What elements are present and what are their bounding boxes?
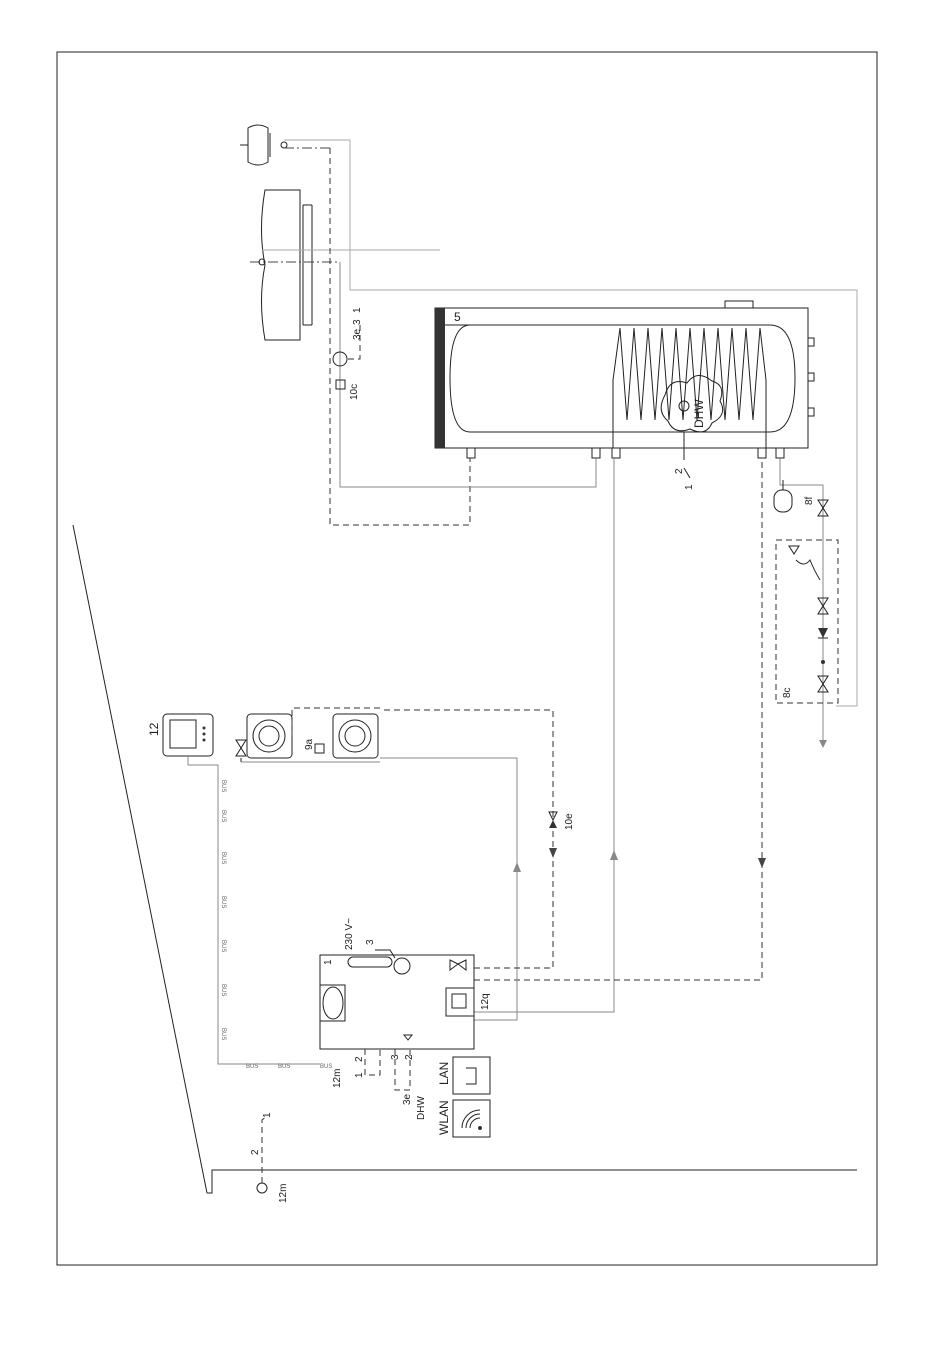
power-wire: 3 bbox=[365, 939, 376, 945]
outdoor-sensor-wire-b: 1 bbox=[262, 1112, 273, 1118]
bus-label: BUS bbox=[220, 940, 226, 952]
safety-group-id: 8c bbox=[782, 687, 793, 698]
pump-wire-id: 3e bbox=[352, 328, 363, 340]
heat-pump-controller-icon bbox=[446, 988, 474, 1016]
outdoor-sensor-id: 12m bbox=[278, 1184, 289, 1203]
washbasin bbox=[240, 125, 350, 165]
hp-sensor-cables: 2 1 12m 3 2 3e DHW bbox=[332, 1049, 427, 1120]
dhw-tank: 5 DHW 2 1 bbox=[435, 301, 814, 490]
tank-port-icon bbox=[808, 373, 814, 381]
bus-label: BUS bbox=[246, 1064, 258, 1070]
valve-10e-id: 10e bbox=[564, 813, 575, 830]
safety-valve-icon bbox=[789, 546, 799, 554]
cable-12m-wire-b: 1 bbox=[354, 1072, 365, 1078]
tank-top-port bbox=[725, 301, 753, 308]
heat-pump-lines: 10e bbox=[380, 458, 766, 1020]
fan-coil-valve-icon bbox=[236, 740, 246, 748]
bathtub bbox=[250, 190, 440, 340]
cable-dhw-id: 3e bbox=[402, 1093, 413, 1105]
bus-label: BUS bbox=[278, 1064, 290, 1070]
diverter-valve-icon bbox=[450, 960, 458, 970]
bus-labels: BUS BUS BUS BUS BUS BUS BUS BUS BUS BUS bbox=[220, 780, 332, 1070]
tank-insulation-cap bbox=[435, 308, 445, 448]
tank-port-icon bbox=[808, 338, 814, 346]
heat-pump-control-icon bbox=[320, 985, 345, 1021]
lan-icon bbox=[453, 1057, 490, 1094]
expansion-vessel-id: 8f bbox=[804, 496, 815, 505]
room-controller-id: 12 bbox=[147, 722, 161, 736]
tank-sensor-wire-a: 2 bbox=[674, 468, 685, 474]
bus-label: BUS bbox=[220, 852, 226, 864]
bus-label: BUS bbox=[220, 984, 226, 996]
outdoor-sensor-wire-a: 2 bbox=[250, 1149, 261, 1155]
fan-coil-valve-id: 9a bbox=[304, 738, 315, 750]
cable-dhw-label: DHW bbox=[416, 1096, 427, 1120]
tank-sensor-wire-b: 1 bbox=[684, 484, 695, 490]
cable-dhw-wire-b: 2 bbox=[404, 1054, 415, 1060]
tank-coil-label: DHW bbox=[692, 399, 706, 428]
cable-12m-label: 12m bbox=[332, 1069, 343, 1088]
bus-label: BUS bbox=[220, 810, 226, 822]
heating-coil bbox=[613, 328, 766, 448]
tank-port-icon bbox=[808, 408, 814, 416]
pump-wire-a: 3 bbox=[352, 319, 363, 325]
dhw-piping: 10c 3e 3 1 bbox=[330, 140, 857, 706]
network-modules: LAN WLAN bbox=[437, 1057, 490, 1137]
building-outline bbox=[73, 525, 857, 1193]
wlan-icon bbox=[453, 1100, 490, 1137]
wlan-label: WLAN bbox=[437, 1100, 451, 1135]
power-label: 230 V~ bbox=[344, 918, 355, 950]
bus-label: BUS bbox=[220, 780, 226, 792]
drawing-frame bbox=[57, 52, 877, 1265]
lan-label: LAN bbox=[437, 1062, 451, 1085]
pump-10c-id: 10c bbox=[349, 384, 360, 400]
strainer-icon bbox=[821, 660, 825, 664]
cable-dhw-wire-a: 3 bbox=[390, 1054, 401, 1060]
pump-wire-b: 1 bbox=[352, 307, 363, 313]
valve-9a-actuator bbox=[315, 744, 324, 753]
check-valve-icon bbox=[818, 628, 828, 638]
outdoor-sensor: 2 1 12m bbox=[250, 1112, 289, 1203]
tank-id: 5 bbox=[454, 310, 461, 324]
fan-coil-units: 9a bbox=[236, 708, 380, 762]
cable-12m-wire-a: 2 bbox=[354, 1056, 365, 1062]
heat-pump-id: 1 bbox=[323, 959, 334, 965]
heat-pump-controller-id: 12q bbox=[480, 993, 491, 1010]
cold-water-supply: 8f 8c bbox=[774, 458, 838, 748]
expansion-vessel-icon bbox=[774, 490, 792, 512]
heat-pump-unit: 1 12q 3 230 V~ bbox=[320, 918, 491, 1049]
bus-label: BUS bbox=[320, 1064, 332, 1070]
room-controller: 12 bbox=[147, 714, 320, 1064]
safety-valve-icon bbox=[404, 1035, 412, 1040]
hp-pump-icon bbox=[394, 958, 410, 974]
bus-label: BUS bbox=[220, 1028, 226, 1040]
outdoor-sensor-icon bbox=[257, 1183, 267, 1193]
heater-element-icon bbox=[348, 957, 392, 967]
basin-faucet-icon bbox=[281, 142, 287, 148]
safety-group-box bbox=[776, 540, 838, 703]
bus-label: BUS bbox=[220, 896, 226, 908]
